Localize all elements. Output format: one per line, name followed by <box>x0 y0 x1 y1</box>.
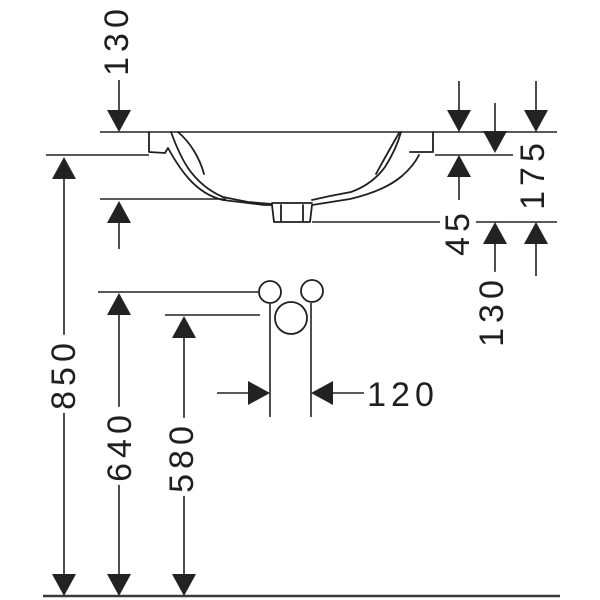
bowl-curve-accent-right <box>375 132 400 175</box>
basin-outer-left <box>148 131 273 206</box>
tap-hole-right <box>300 279 324 303</box>
basin-inner-left <box>170 131 273 205</box>
dim-label-580: 580 <box>163 418 201 496</box>
basin-inner-right <box>311 131 402 201</box>
dim-label-175: 175 <box>514 135 552 213</box>
bowl-curve-accent-left <box>177 131 205 175</box>
dim-label-130-top: 130 <box>98 1 136 79</box>
arrow-up-580 <box>172 316 196 338</box>
arrow-down-130-right <box>483 131 507 153</box>
dim-label-45: 45 <box>439 205 477 259</box>
arrow-up-130-top <box>107 201 131 223</box>
dim-label-120: 120 <box>364 377 442 413</box>
arrow-up-45 <box>447 155 471 177</box>
basin-profile <box>148 131 434 223</box>
arrow-down-130-top <box>107 110 131 132</box>
arrow-up-175 <box>524 222 548 244</box>
basin-outer-right <box>311 154 420 206</box>
tap-hole-center <box>274 301 308 335</box>
dim-label-850: 850 <box>45 335 83 413</box>
reference-lines <box>46 131 557 316</box>
arrow-down-850 <box>52 574 76 596</box>
arrow-up-640 <box>107 293 131 315</box>
tap-hole-left <box>258 280 282 304</box>
arrow-up-130-right <box>483 222 507 244</box>
arrow-down-580 <box>172 574 196 596</box>
arrow-down-640 <box>107 574 131 596</box>
arrow-up-850 <box>52 157 76 179</box>
basin-rim-right-edge <box>409 131 434 153</box>
tap-holes <box>258 279 324 335</box>
dim-label-130-right: 130 <box>473 272 511 350</box>
arrow-down-45 <box>447 110 471 132</box>
arrow-left-120 <box>311 381 333 405</box>
arrowheads <box>52 110 548 596</box>
drain-outline <box>271 204 313 223</box>
arrow-right-120 <box>248 381 270 405</box>
dim-label-640: 640 <box>101 407 139 485</box>
arrow-down-175 <box>524 110 548 132</box>
